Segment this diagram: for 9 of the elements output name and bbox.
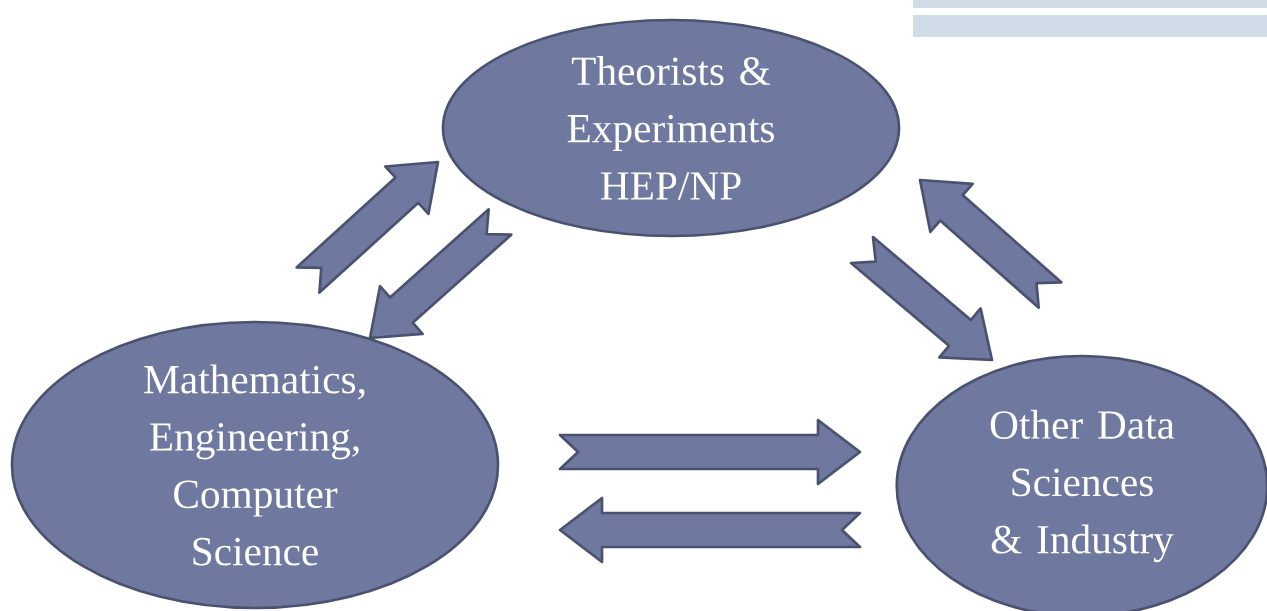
- ellipse-node: Mathematics, Engineering, Computer Science: [10, 320, 500, 610]
- block-arrow: [918, 178, 1063, 310]
- block-arrow: [368, 207, 513, 340]
- ellipse-node: Theorists & Experiments HEP/NP: [441, 18, 901, 238]
- ellipse-node: Other Data Sciences & Industry: [895, 354, 1267, 611]
- block-arrow: [558, 496, 862, 564]
- block-arrow: [849, 235, 994, 362]
- block-arrow: [558, 418, 862, 486]
- block-arrow: [295, 160, 440, 294]
